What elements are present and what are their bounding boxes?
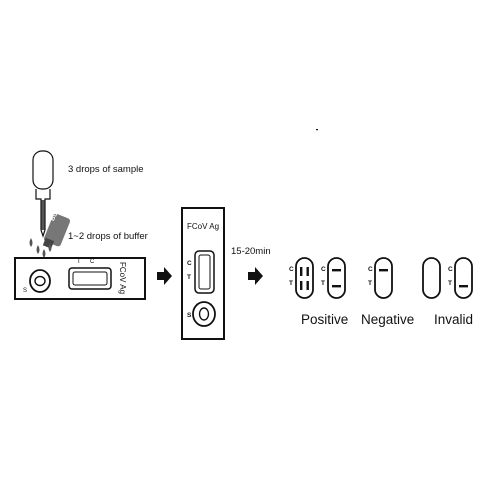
time-label: 15-20min <box>231 246 271 257</box>
result-window-negative-1 <box>374 257 393 299</box>
cassette-center-name: FCoV Ag <box>187 222 220 231</box>
arrow-right-icon <box>157 267 172 285</box>
stray-mark <box>316 129 318 131</box>
c-line <box>379 269 388 272</box>
result-c-mark: C <box>321 266 326 273</box>
c-line <box>300 267 303 276</box>
result-c-mark: C <box>368 266 373 273</box>
cassette-center-c-mark: C <box>187 260 192 267</box>
buffer-label: 1~2 drops of buffer <box>68 231 148 242</box>
t-line <box>332 285 341 288</box>
cassette-center-s-mark: S <box>187 312 192 319</box>
result-t-mark: T <box>448 280 452 287</box>
t-line <box>300 281 303 290</box>
result-t-mark: T <box>368 280 372 287</box>
result-window-positive-1 <box>295 257 314 299</box>
cassette-center-t-mark: T <box>187 274 191 281</box>
result-window-invalid-1 <box>422 257 441 299</box>
t-line <box>459 285 468 288</box>
result-label-invalid: Invalid <box>434 312 474 327</box>
dropper-icon <box>32 150 54 238</box>
result-window-invalid-2 <box>454 257 473 299</box>
result-t-mark: T <box>321 280 325 287</box>
result-window-positive-2 <box>327 257 346 299</box>
drops-icon <box>29 238 52 258</box>
c-line <box>332 269 341 272</box>
sample-label: 3 drops of sample <box>68 164 144 175</box>
result-c-mark: C <box>448 266 453 273</box>
t-line <box>306 281 309 290</box>
buffer-bottle-icon <box>42 213 71 249</box>
cassette-left-t-mark: T <box>77 259 81 265</box>
result-label-negative: Negative <box>361 312 415 327</box>
cassette-left-s-mark: S <box>23 288 28 294</box>
cassette-left-c-mark: C <box>90 259 95 265</box>
c-line <box>306 267 309 276</box>
arrow-right-icon <box>248 267 263 285</box>
result-t-mark: T <box>289 280 293 287</box>
cassette-left <box>14 257 146 300</box>
result-c-mark: C <box>289 266 294 273</box>
dropper-sample-fill <box>41 200 45 230</box>
cassette-left-name: FCoV Ag <box>118 262 127 295</box>
result-label-positive: Positive <box>301 312 349 327</box>
cassette-center <box>181 207 225 340</box>
